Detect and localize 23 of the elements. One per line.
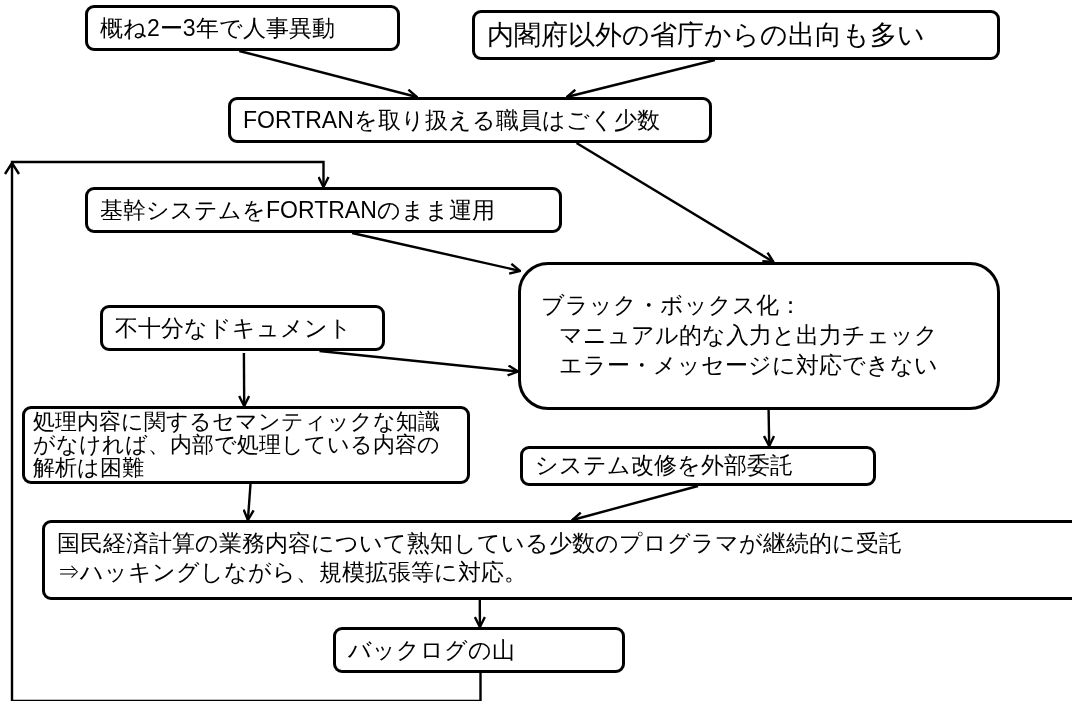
- process-box: システム改修を外部委託: [520, 446, 876, 486]
- process-box: [42, 520, 1072, 600]
- box-text: 国民経済計算の業務内容について熟知している少数のプログラマが継続的に受託: [57, 529, 903, 558]
- process-box: 不十分なドキュメント: [100, 305, 385, 351]
- process-box: 処理内容に関するセマンティックな知識がなければ、内部で処理している内容の解析は困難: [22, 406, 470, 484]
- box-text: エラー・メッセージに対応できない: [558, 350, 939, 380]
- arrow: [351, 231, 522, 275]
- process-box: [518, 262, 1000, 410]
- process-box: 内閣府以外の省庁からの出向も多い: [472, 10, 1000, 60]
- process-box: バックログの山: [333, 627, 625, 673]
- process-box: 概ね2ー3年で人事異動: [85, 5, 400, 51]
- arrow: [319, 349, 520, 377]
- arrow: [237, 353, 251, 408]
- process-box: FORTRANを取り扱える職員はごく少数: [228, 97, 712, 143]
- box-text: ⇒ハッキングしながら、規模拡張等に対応。: [57, 557, 528, 587]
- arrow: [3, 160, 482, 701]
- arrow: [575, 141, 775, 264]
- process-box: 基幹システムをFORTRANのまま運用: [85, 187, 562, 233]
- box-text: ブラック・ボックス化：: [541, 291, 803, 320]
- box-text: マニュアル的な入力と出力チェック: [558, 320, 939, 350]
- arrow: [762, 409, 776, 448]
- arrow: [242, 483, 255, 522]
- arrow: [473, 600, 487, 629]
